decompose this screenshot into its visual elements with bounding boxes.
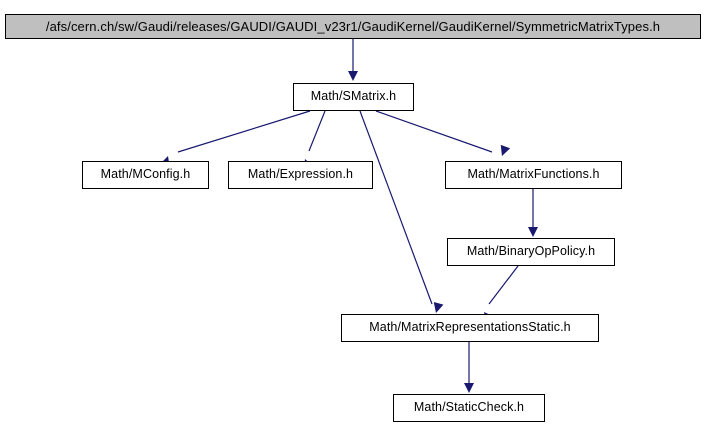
graph-node-matrixrepstatic[interactable]: Math/MatrixRepresentationsStatic.h bbox=[341, 314, 599, 342]
graph-node-label: Math/MatrixRepresentationsStatic.h bbox=[369, 320, 571, 335]
edge-root-smatrix-arrowhead bbox=[348, 71, 358, 81]
graph-node-label: Math/SMatrix.h bbox=[310, 89, 397, 104]
edge-smatrix-matrixfunctions-arrowhead bbox=[500, 144, 511, 156]
edges-group bbox=[177, 39, 534, 384]
edge-matrixrep-staticcheck-arrowhead bbox=[464, 383, 474, 393]
graph-node-smatrix[interactable]: Math/SMatrix.h bbox=[293, 83, 414, 111]
arrowheads-group bbox=[160, 71, 538, 393]
graph-node-binaryoppolicy[interactable]: Math/BinaryOpPolicy.h bbox=[447, 238, 615, 266]
edge-matrixfunctions-binary-arrowhead bbox=[528, 227, 538, 237]
edge-smatrix-matrixrepstatic-arrowhead bbox=[433, 302, 444, 313]
graph-node-label: /afs/cern.ch/sw/Gaudi/releases/GAUDI/GAU… bbox=[45, 18, 661, 34]
graph-node-label: Math/MatrixFunctions.h bbox=[467, 167, 600, 182]
graph-node-expression[interactable]: Math/Expression.h bbox=[228, 161, 373, 189]
graph-node-label: Math/StaticCheck.h bbox=[413, 400, 525, 415]
graph-node-label: Math/MConfig.h bbox=[100, 167, 191, 182]
graph-node-label: Math/BinaryOpPolicy.h bbox=[466, 244, 596, 259]
edge-smatrix-expression bbox=[308, 110, 326, 152]
graph-node-matrixfunctions[interactable]: Math/MatrixFunctions.h bbox=[445, 161, 622, 189]
graph-node-root[interactable]: /afs/cern.ch/sw/Gaudi/releases/GAUDI/GAU… bbox=[5, 14, 701, 39]
edge-smatrix-mconfig bbox=[177, 110, 311, 153]
edge-smatrix-matrixrepstatic bbox=[359, 110, 433, 305]
graph-node-label: Math/Expression.h bbox=[247, 167, 354, 182]
edge-smatrix-matrixfunctions bbox=[375, 110, 493, 153]
edge-binary-matrixrepstatic bbox=[488, 265, 519, 305]
graph-node-mconfig[interactable]: Math/MConfig.h bbox=[82, 161, 209, 189]
graph-node-staticcheck[interactable]: Math/StaticCheck.h bbox=[393, 394, 545, 422]
